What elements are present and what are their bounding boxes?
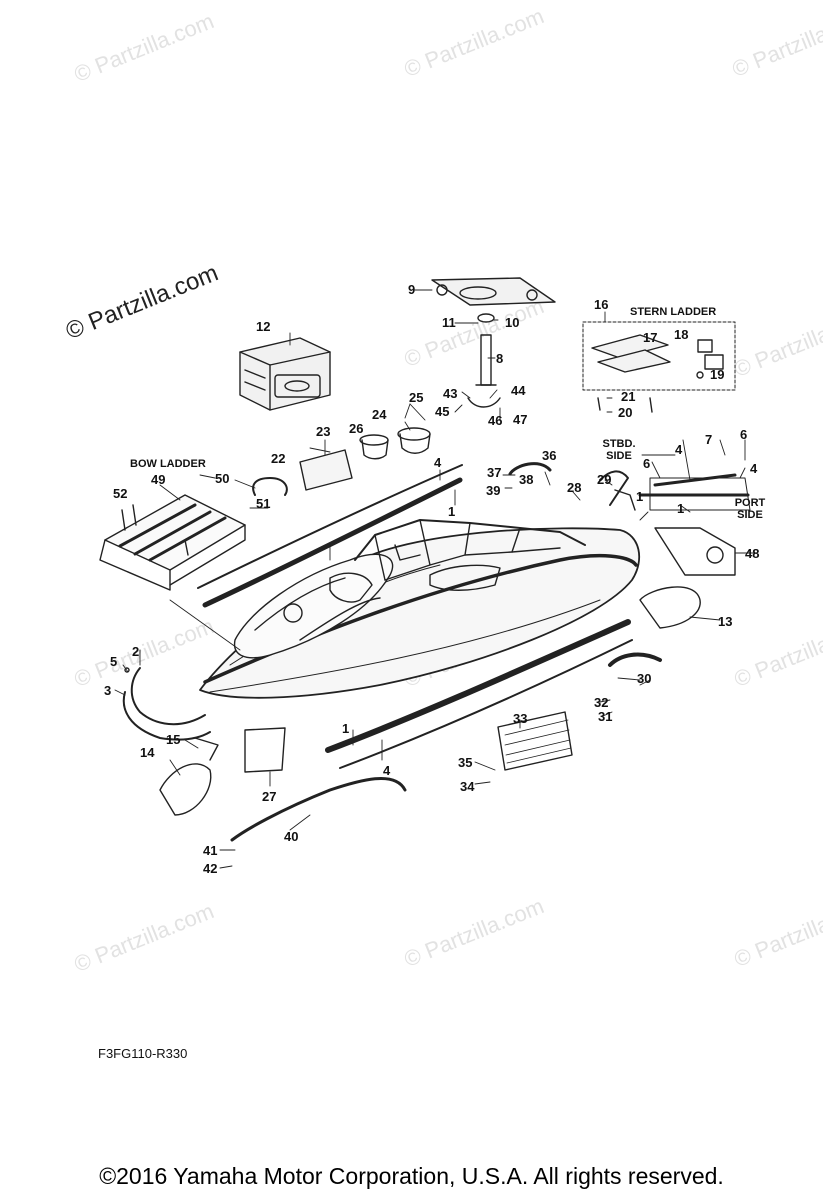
callout-45: 45 bbox=[435, 404, 450, 419]
cup-holders-illustration bbox=[299, 427, 431, 491]
callout-25: 25 bbox=[409, 390, 424, 405]
callout-1: 1 bbox=[342, 721, 350, 736]
callout-14: 14 bbox=[140, 745, 155, 760]
callout-1: 1 bbox=[448, 504, 456, 519]
callout-15: 15 bbox=[166, 732, 181, 747]
callout-9: 9 bbox=[408, 282, 416, 297]
diagram-code: F3FG110-R330 bbox=[98, 1046, 188, 1061]
callout-13: 13 bbox=[718, 614, 733, 629]
callout-38: 38 bbox=[519, 472, 534, 487]
stern-ladder-label: STERN LADDER bbox=[630, 306, 717, 318]
cooler-illustration bbox=[239, 337, 331, 411]
callout-36: 36 bbox=[542, 448, 557, 463]
callout-4: 4 bbox=[383, 763, 391, 778]
callout-48: 48 bbox=[745, 546, 760, 561]
callout-46: 46 bbox=[488, 413, 503, 428]
callout-21: 21 bbox=[621, 389, 636, 404]
callout-47: 47 bbox=[513, 412, 528, 427]
callout-35: 35 bbox=[458, 755, 473, 770]
callout-6: 6 bbox=[643, 456, 651, 471]
callout-12: 12 bbox=[256, 319, 271, 334]
callout-34: 34 bbox=[460, 779, 475, 794]
callout-26: 26 bbox=[349, 421, 364, 436]
bow-ladder-label: BOW LADDER bbox=[130, 458, 206, 470]
callout-28: 28 bbox=[567, 480, 582, 495]
port-side-label: PORT SIDE bbox=[734, 497, 766, 522]
callout-19: 19 bbox=[710, 367, 725, 382]
callout-10: 10 bbox=[505, 315, 520, 330]
callout-4: 4 bbox=[675, 442, 683, 457]
callout-27: 27 bbox=[262, 789, 277, 804]
callout-37: 37 bbox=[487, 465, 502, 480]
callout-5: 5 bbox=[110, 654, 118, 669]
callout-11: 11 bbox=[442, 315, 456, 330]
bow-ladder-illustration bbox=[99, 494, 246, 591]
leader-lines bbox=[114, 289, 756, 869]
bow-trim-parts bbox=[122, 667, 211, 741]
misc-hardware bbox=[159, 470, 736, 816]
callout-23: 23 bbox=[316, 424, 331, 439]
callout-4: 4 bbox=[434, 455, 442, 470]
callout-30: 30 bbox=[637, 671, 652, 686]
callout-29: 29 bbox=[597, 472, 612, 487]
callout-22: 22 bbox=[271, 451, 286, 466]
callout-51: 51 bbox=[256, 496, 271, 511]
callout-31: 31 bbox=[598, 709, 613, 724]
callout-39: 39 bbox=[486, 483, 501, 498]
callout-1: 1 bbox=[636, 489, 644, 504]
callout-50: 50 bbox=[215, 471, 230, 486]
callout-44: 44 bbox=[511, 383, 526, 398]
stern-ladder-illustration bbox=[582, 321, 736, 413]
callout-32: 32 bbox=[594, 695, 609, 710]
seat-post-illustration bbox=[431, 277, 556, 408]
callout-43: 43 bbox=[443, 386, 458, 401]
stbd-side-label: STBD. SIDE bbox=[602, 438, 636, 463]
callout-7: 7 bbox=[705, 432, 713, 447]
cargo-net-illustration bbox=[497, 711, 573, 771]
callout-2: 2 bbox=[132, 644, 140, 659]
hull-illustration bbox=[199, 519, 641, 699]
callout-41: 41 bbox=[203, 843, 218, 858]
callout-33: 33 bbox=[513, 711, 528, 726]
callout-18: 18 bbox=[674, 327, 689, 342]
callout-16: 16 bbox=[594, 297, 609, 312]
callout-42: 42 bbox=[203, 861, 218, 876]
callout-8: 8 bbox=[496, 351, 504, 366]
callout-40: 40 bbox=[284, 829, 299, 844]
callout-20: 20 bbox=[618, 405, 633, 420]
rub-rails bbox=[197, 464, 751, 769]
copyright-notice: ©2016 Yamaha Motor Corporation, U.S.A. A… bbox=[99, 1163, 724, 1189]
callout-3: 3 bbox=[104, 683, 112, 698]
callout-17: 17 bbox=[643, 330, 658, 345]
callout-52: 52 bbox=[113, 486, 128, 501]
callout-6: 6 bbox=[740, 427, 748, 442]
callout-4: 4 bbox=[750, 461, 758, 476]
callout-24: 24 bbox=[372, 407, 387, 422]
callout-1: 1 bbox=[677, 501, 685, 516]
callout-49: 49 bbox=[151, 472, 166, 487]
